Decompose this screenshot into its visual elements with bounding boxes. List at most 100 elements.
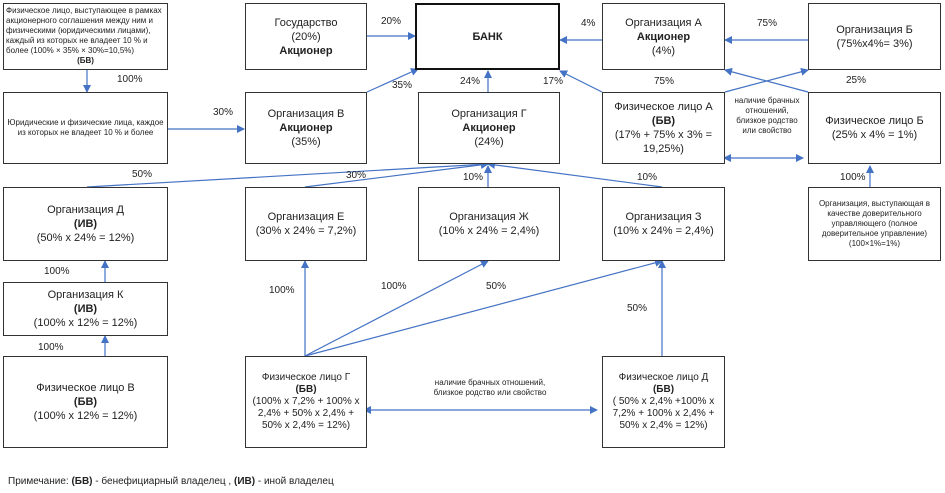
node-calc: (100% x 12% = 12%) <box>33 410 138 422</box>
node-calc: (10% x 24% = 2,4%) <box>613 225 714 237</box>
node-share: (20%) <box>291 30 321 43</box>
node-tag: (БВ) <box>295 384 317 395</box>
node-physical-person-d: Физическое лицо Д (БВ) ( 50% x 2,4% +100… <box>602 356 725 448</box>
node-text: Юридические и физические лица, каждое из… <box>7 118 164 137</box>
node-calc: (10% x 24% = 2,4%) <box>438 225 540 237</box>
node-physical-person-g: Физическое лицо Г (БВ) (100% x 7,2% + 10… <box>245 356 367 448</box>
edge-d-g <box>86 160 489 188</box>
node-calc: (100% x 7,2% + 100% x 2,4% + 50% x 2,4% … <box>252 396 360 431</box>
node-share: (75%x4%= 3%) <box>836 37 913 50</box>
edge-flg-z <box>304 258 663 357</box>
label-g-bank: 24% <box>460 76 481 87</box>
footnote-prefix: Примечание: <box>8 476 72 487</box>
label-v-k: 100% <box>38 342 64 353</box>
label-flb-b: 25% <box>846 75 867 86</box>
label-b-a: 75% <box>757 18 778 29</box>
node-share: (35%) <box>291 136 321 148</box>
label-rf-legal: 100% <box>117 74 143 85</box>
node-tag: (БВ) <box>77 56 94 65</box>
node-org-b: Организация Б (75%x4%= 3%) <box>808 3 941 70</box>
footnote-bv: (БВ) <box>71 476 93 487</box>
node-calc: (100×1%=1%) <box>848 239 901 248</box>
label-fld-z: 50% <box>627 303 648 314</box>
node-tag: (ИВ) <box>73 218 98 230</box>
node-title: Организация К <box>47 289 124 301</box>
node-org-g: Организация Г Акционер (24%) <box>418 92 560 164</box>
node-title: Организация Б <box>836 23 913 36</box>
node-physical-person-v: Физическое лицо В (БВ) (100% x 12% = 12%… <box>3 356 168 448</box>
note-marriage-a-b: наличие брачных отношений, близкое родст… <box>734 96 800 135</box>
node-title: Физическое лицо А <box>614 101 713 113</box>
node-tag: (БВ) <box>651 115 676 127</box>
node-role: Акционер <box>462 122 516 134</box>
node-org-e: Организация Е (30% x 24% = 7,2%) <box>245 187 367 261</box>
node-legal-and-physical-persons: Юридические и физические лица, каждое из… <box>3 92 168 164</box>
node-share: (24%) <box>474 136 504 148</box>
node-org-v: Организация В Акционер (35%) <box>245 92 367 164</box>
node-title: Организация Д <box>47 204 124 216</box>
node-calc: (50% x 24% = 12%) <box>36 232 135 244</box>
node-calc: (25% x 4% = 1%) <box>831 129 918 141</box>
node-title: Физическое лицо Б <box>825 115 924 127</box>
node-org-d: Организация Д (ИВ) (50% x 24% = 12%) <box>3 187 168 261</box>
node-role: Акционер <box>279 122 333 134</box>
label-gos-bank: 20% <box>381 16 402 27</box>
node-role: Акционер <box>279 44 333 57</box>
node-text: Физическое лицо, выступающее в рамках ак… <box>6 6 162 55</box>
label-z-g: 10% <box>637 172 658 183</box>
node-title: Физическое лицо Г <box>261 372 351 383</box>
node-text: Организация, выступающая в качестве дове… <box>818 199 931 238</box>
node-title: Организация Ж <box>449 211 529 223</box>
node-org-zh: Организация Ж (10% x 24% = 2,4%) <box>418 187 560 261</box>
label-e-g: 30% <box>346 170 367 181</box>
node-title: Государство <box>274 16 338 29</box>
node-title: Организация Е <box>267 211 345 223</box>
node-bank: БАНК <box>415 3 560 70</box>
node-tag: (БВ) <box>73 396 98 408</box>
node-government: Государство (20%) Акционер <box>245 3 367 70</box>
label-d-g: 50% <box>132 169 153 180</box>
node-trustee-org: Организация, выступающая в качестве дове… <box>808 187 941 261</box>
edge-flb-a <box>724 67 809 93</box>
node-title: Организация В <box>267 108 345 120</box>
node-physical-person-b: Физическое лицо Б (25% x 4% = 1%) <box>808 92 941 164</box>
node-title: Организация З <box>625 211 702 223</box>
label-fla-b: 75% <box>654 76 675 87</box>
label-trustee-flb: 100% <box>840 172 866 183</box>
edge-flg-zh <box>304 260 489 357</box>
label-flg-z: 50% <box>486 281 507 292</box>
node-calc: (100% x 12% = 12%) <box>33 317 138 329</box>
edge-e-g <box>304 160 489 188</box>
footnote-iv-text: - иной владелец <box>255 476 334 487</box>
footnote-iv: (ИВ) <box>234 476 256 487</box>
label-flg-zh: 100% <box>381 281 407 292</box>
label-v-bank: 35% <box>392 80 413 91</box>
node-calc: (30% x 24% = 7,2%) <box>255 225 357 237</box>
node-calc: (17% + 75% x 3% = 19,25%) <box>614 129 713 155</box>
node-role: Акционер <box>636 30 691 43</box>
node-org-z: Организация З (10% x 24% = 2,4%) <box>602 187 725 261</box>
node-shareholder-agreement-person: Физическое лицо, выступающее в рамках ак… <box>3 3 168 70</box>
node-share: (4%) <box>651 44 676 57</box>
edge-z-g <box>487 160 663 188</box>
node-title: Физическое лицо Д <box>618 372 709 383</box>
label-legal-v: 30% <box>213 107 234 118</box>
note-marriage-g-d: наличие брачных отношений, близкое родст… <box>433 378 547 397</box>
edge-v-bank <box>366 68 419 93</box>
node-title: Организация А <box>625 16 702 29</box>
label-fla-bank: 17% <box>543 76 564 87</box>
label-k-d: 100% <box>44 266 70 277</box>
edge-fla-bank <box>559 70 603 93</box>
label-zh-g: 10% <box>463 172 484 183</box>
node-title: Организация Г <box>451 108 527 120</box>
node-org-k: Организация К (ИВ) (100% x 12% = 12%) <box>3 282 168 336</box>
footnote: Примечание: (БВ) - бенефициарный владеле… <box>8 476 334 487</box>
node-title: Физическое лицо В <box>36 382 135 394</box>
node-tag: (ИВ) <box>73 303 98 315</box>
node-org-a: Организация А Акционер (4%) <box>602 3 725 70</box>
node-tag: (БВ) <box>652 384 675 395</box>
node-title: БАНК <box>472 30 503 43</box>
footnote-bv-text: - бенефициарный владелец , <box>92 476 234 487</box>
label-a-bank: 4% <box>581 18 596 29</box>
